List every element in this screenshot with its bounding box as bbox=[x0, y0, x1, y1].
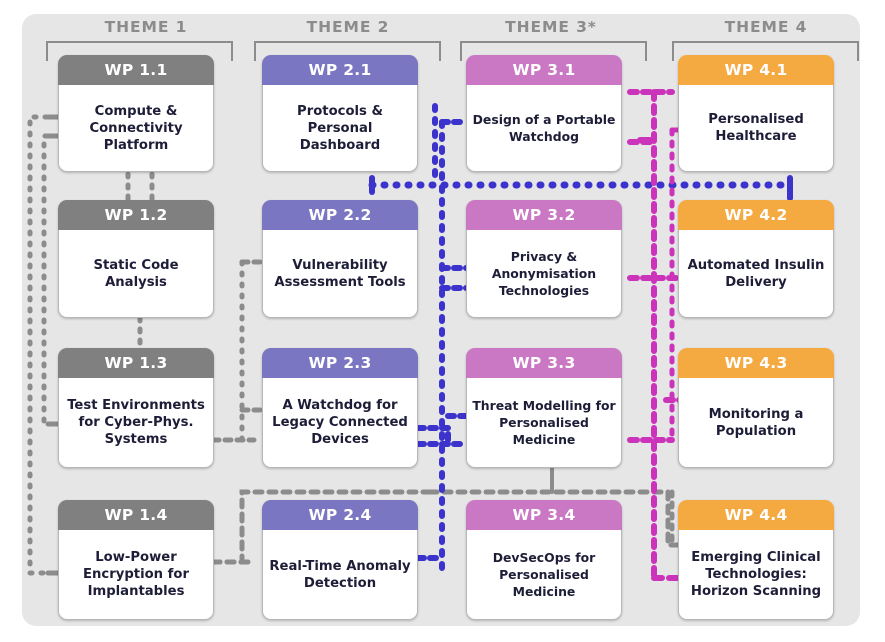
wp-code-4-2: WP 4.2 bbox=[678, 200, 834, 230]
wp-card-1-4[interactable]: WP 1.4 Low-Power Encryption for Implanta… bbox=[58, 500, 214, 620]
wp-card-3-1[interactable]: WP 3.1 Design of a Portable Watchdog bbox=[466, 55, 622, 172]
wp-title-2-3: A Watchdog for Legacy Connected Devices bbox=[262, 378, 418, 468]
theme-bracket-2 bbox=[254, 41, 441, 61]
wp-code-1-1: WP 1.1 bbox=[58, 55, 214, 85]
wp-card-2-3[interactable]: WP 2.3 A Watchdog for Legacy Connected D… bbox=[262, 348, 418, 468]
wp-card-2-1[interactable]: WP 2.1 Protocols & Personal Dashboard bbox=[262, 55, 418, 172]
wp-code-3-3: WP 3.3 bbox=[466, 348, 622, 378]
wp-card-1-3[interactable]: WP 1.3 Test Environments for Cyber-Phys.… bbox=[58, 348, 214, 468]
wp-code-3-4: WP 3.4 bbox=[466, 500, 622, 530]
wp-card-4-1[interactable]: WP 4.1 Personalised Healthcare bbox=[678, 55, 834, 172]
wp-title-2-1: Protocols & Personal Dashboard bbox=[262, 85, 418, 172]
theme-label-4: THEME 4 bbox=[724, 18, 808, 36]
wp-title-3-1: Design of a Portable Watchdog bbox=[466, 85, 622, 172]
wp-card-3-4[interactable]: WP 3.4 DevSecOps for Personalised Medici… bbox=[466, 500, 622, 620]
wp-code-4-4: WP 4.4 bbox=[678, 500, 834, 530]
wp-title-2-4: Real-Time Anomaly Detection bbox=[262, 530, 418, 620]
wp-code-2-2: WP 2.2 bbox=[262, 200, 418, 230]
wp-card-4-2[interactable]: WP 4.2 Automated Insulin Delivery bbox=[678, 200, 834, 318]
wp-card-2-2[interactable]: WP 2.2 Vulnerability Assessment Tools bbox=[262, 200, 418, 318]
wp-title-4-1: Personalised Healthcare bbox=[678, 85, 834, 172]
theme-bracket-3 bbox=[460, 41, 647, 61]
wp-code-1-2: WP 1.2 bbox=[58, 200, 214, 230]
wp-title-3-2: Privacy & Anonymisation Technologies bbox=[466, 230, 622, 318]
theme-label-2: THEME 2 bbox=[306, 18, 390, 36]
wp-title-4-3: Monitoring a Population bbox=[678, 378, 834, 468]
wp-title-1-3: Test Environments for Cyber-Phys. System… bbox=[58, 378, 214, 468]
wp-title-2-2: Vulnerability Assessment Tools bbox=[262, 230, 418, 318]
wp-title-3-3: Threat Modelling for Personalised Medici… bbox=[466, 378, 622, 468]
wp-card-1-1[interactable]: WP 1.1 Compute & Connectivity Platform bbox=[58, 55, 214, 172]
wp-code-1-4: WP 1.4 bbox=[58, 500, 214, 530]
wp-code-2-3: WP 2.3 bbox=[262, 348, 418, 378]
wp-card-4-4[interactable]: WP 4.4 Emerging Clinical Technologies: H… bbox=[678, 500, 834, 620]
wp-code-2-4: WP 2.4 bbox=[262, 500, 418, 530]
wp-title-4-2: Automated Insulin Delivery bbox=[678, 230, 834, 318]
wp-card-4-3[interactable]: WP 4.3 Monitoring a Population bbox=[678, 348, 834, 468]
wp-code-4-3: WP 4.3 bbox=[678, 348, 834, 378]
theme-label-1: THEME 1 bbox=[104, 18, 188, 36]
theme-bracket-1 bbox=[46, 41, 233, 61]
wp-title-4-4: Emerging Clinical Technologies: Horizon … bbox=[678, 530, 834, 620]
wp-code-4-1: WP 4.1 bbox=[678, 55, 834, 85]
wp-code-2-1: WP 2.1 bbox=[262, 55, 418, 85]
wp-title-1-2: Static Code Analysis bbox=[58, 230, 214, 318]
wp-card-3-3[interactable]: WP 3.3 Threat Modelling for Personalised… bbox=[466, 348, 622, 468]
wp-card-3-2[interactable]: WP 3.2 Privacy & Anonymisation Technolog… bbox=[466, 200, 622, 318]
wp-card-2-4[interactable]: WP 2.4 Real-Time Anomaly Detection bbox=[262, 500, 418, 620]
theme-label-3: THEME 3* bbox=[505, 18, 597, 36]
wp-card-1-2[interactable]: WP 1.2 Static Code Analysis bbox=[58, 200, 214, 318]
wp-code-3-2: WP 3.2 bbox=[466, 200, 622, 230]
wp-title-3-4: DevSecOps for Personalised Medicine bbox=[466, 530, 622, 620]
wp-title-1-4: Low-Power Encryption for Implantables bbox=[58, 530, 214, 620]
wp-code-3-1: WP 3.1 bbox=[466, 55, 622, 85]
wp-title-1-1: Compute & Connectivity Platform bbox=[58, 85, 214, 172]
wp-code-1-3: WP 1.3 bbox=[58, 348, 214, 378]
theme-bracket-4 bbox=[672, 41, 859, 61]
